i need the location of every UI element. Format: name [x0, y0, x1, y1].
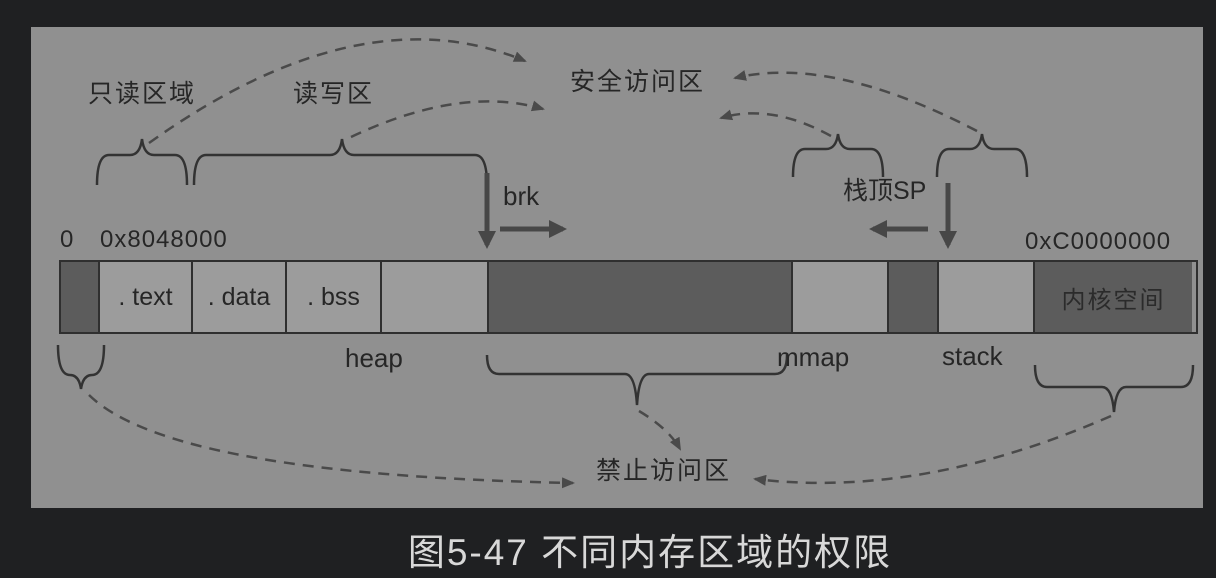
read-write-region-label: 读写区	[293, 80, 375, 108]
segment-kernel: 内核空间	[1035, 262, 1192, 332]
forbidden-region-label: 禁止访问区	[596, 457, 732, 485]
brace-forbidden-gap	[485, 354, 789, 406]
segment-gap-heap-mmap	[489, 262, 793, 332]
heap-label: heap	[345, 343, 403, 373]
address-zero: 0	[60, 226, 75, 253]
segment-null-page	[61, 262, 100, 332]
arrow-readwrite-to-safe	[350, 100, 545, 139]
figure-caption: 图5-47 不同内存区域的权限	[407, 532, 893, 573]
address-kernel-start: 0xC0000000	[1025, 228, 1172, 255]
brk-pointer-label: brk	[503, 181, 540, 211]
arrow-kernel-to-forbidden	[753, 414, 1112, 486]
segment-text: . text	[100, 262, 193, 332]
segment-heap	[382, 262, 489, 332]
read-only-region-label: 只读区域	[88, 80, 197, 108]
mmap-label: mmap	[777, 342, 850, 372]
brace-stack	[935, 133, 1029, 178]
segment-mmap	[793, 262, 889, 332]
brace-mmap	[791, 133, 885, 178]
arrow-gap-to-forbidden	[638, 409, 682, 451]
address-text-start: 0x8048000	[100, 226, 228, 253]
arrow-nullpage-to-forbidden	[88, 394, 575, 489]
brace-read-write	[192, 138, 489, 186]
stack-top-sp-label: 栈顶SP	[843, 177, 927, 205]
memory-bar: . text . data . bss 内核空间	[59, 260, 1198, 334]
arrow-mmap-to-safe	[719, 109, 832, 138]
segment-data: . data	[193, 262, 287, 332]
brace-read-only	[95, 138, 189, 186]
brace-kernel	[1033, 364, 1195, 413]
safe-access-region-label: 安全访问区	[570, 68, 706, 96]
brace-null-page	[56, 344, 106, 390]
segment-gap-mmap-stack	[889, 262, 939, 332]
segment-stack	[939, 262, 1035, 332]
segment-bss: . bss	[287, 262, 382, 332]
arrow-stack-to-safe	[733, 70, 978, 133]
stack-label: stack	[942, 341, 1003, 371]
memory-layout-diagram: 只读区域 读写区 安全访问区 禁止访问区 brk 栈顶SP 0 0x804800…	[31, 27, 1203, 508]
